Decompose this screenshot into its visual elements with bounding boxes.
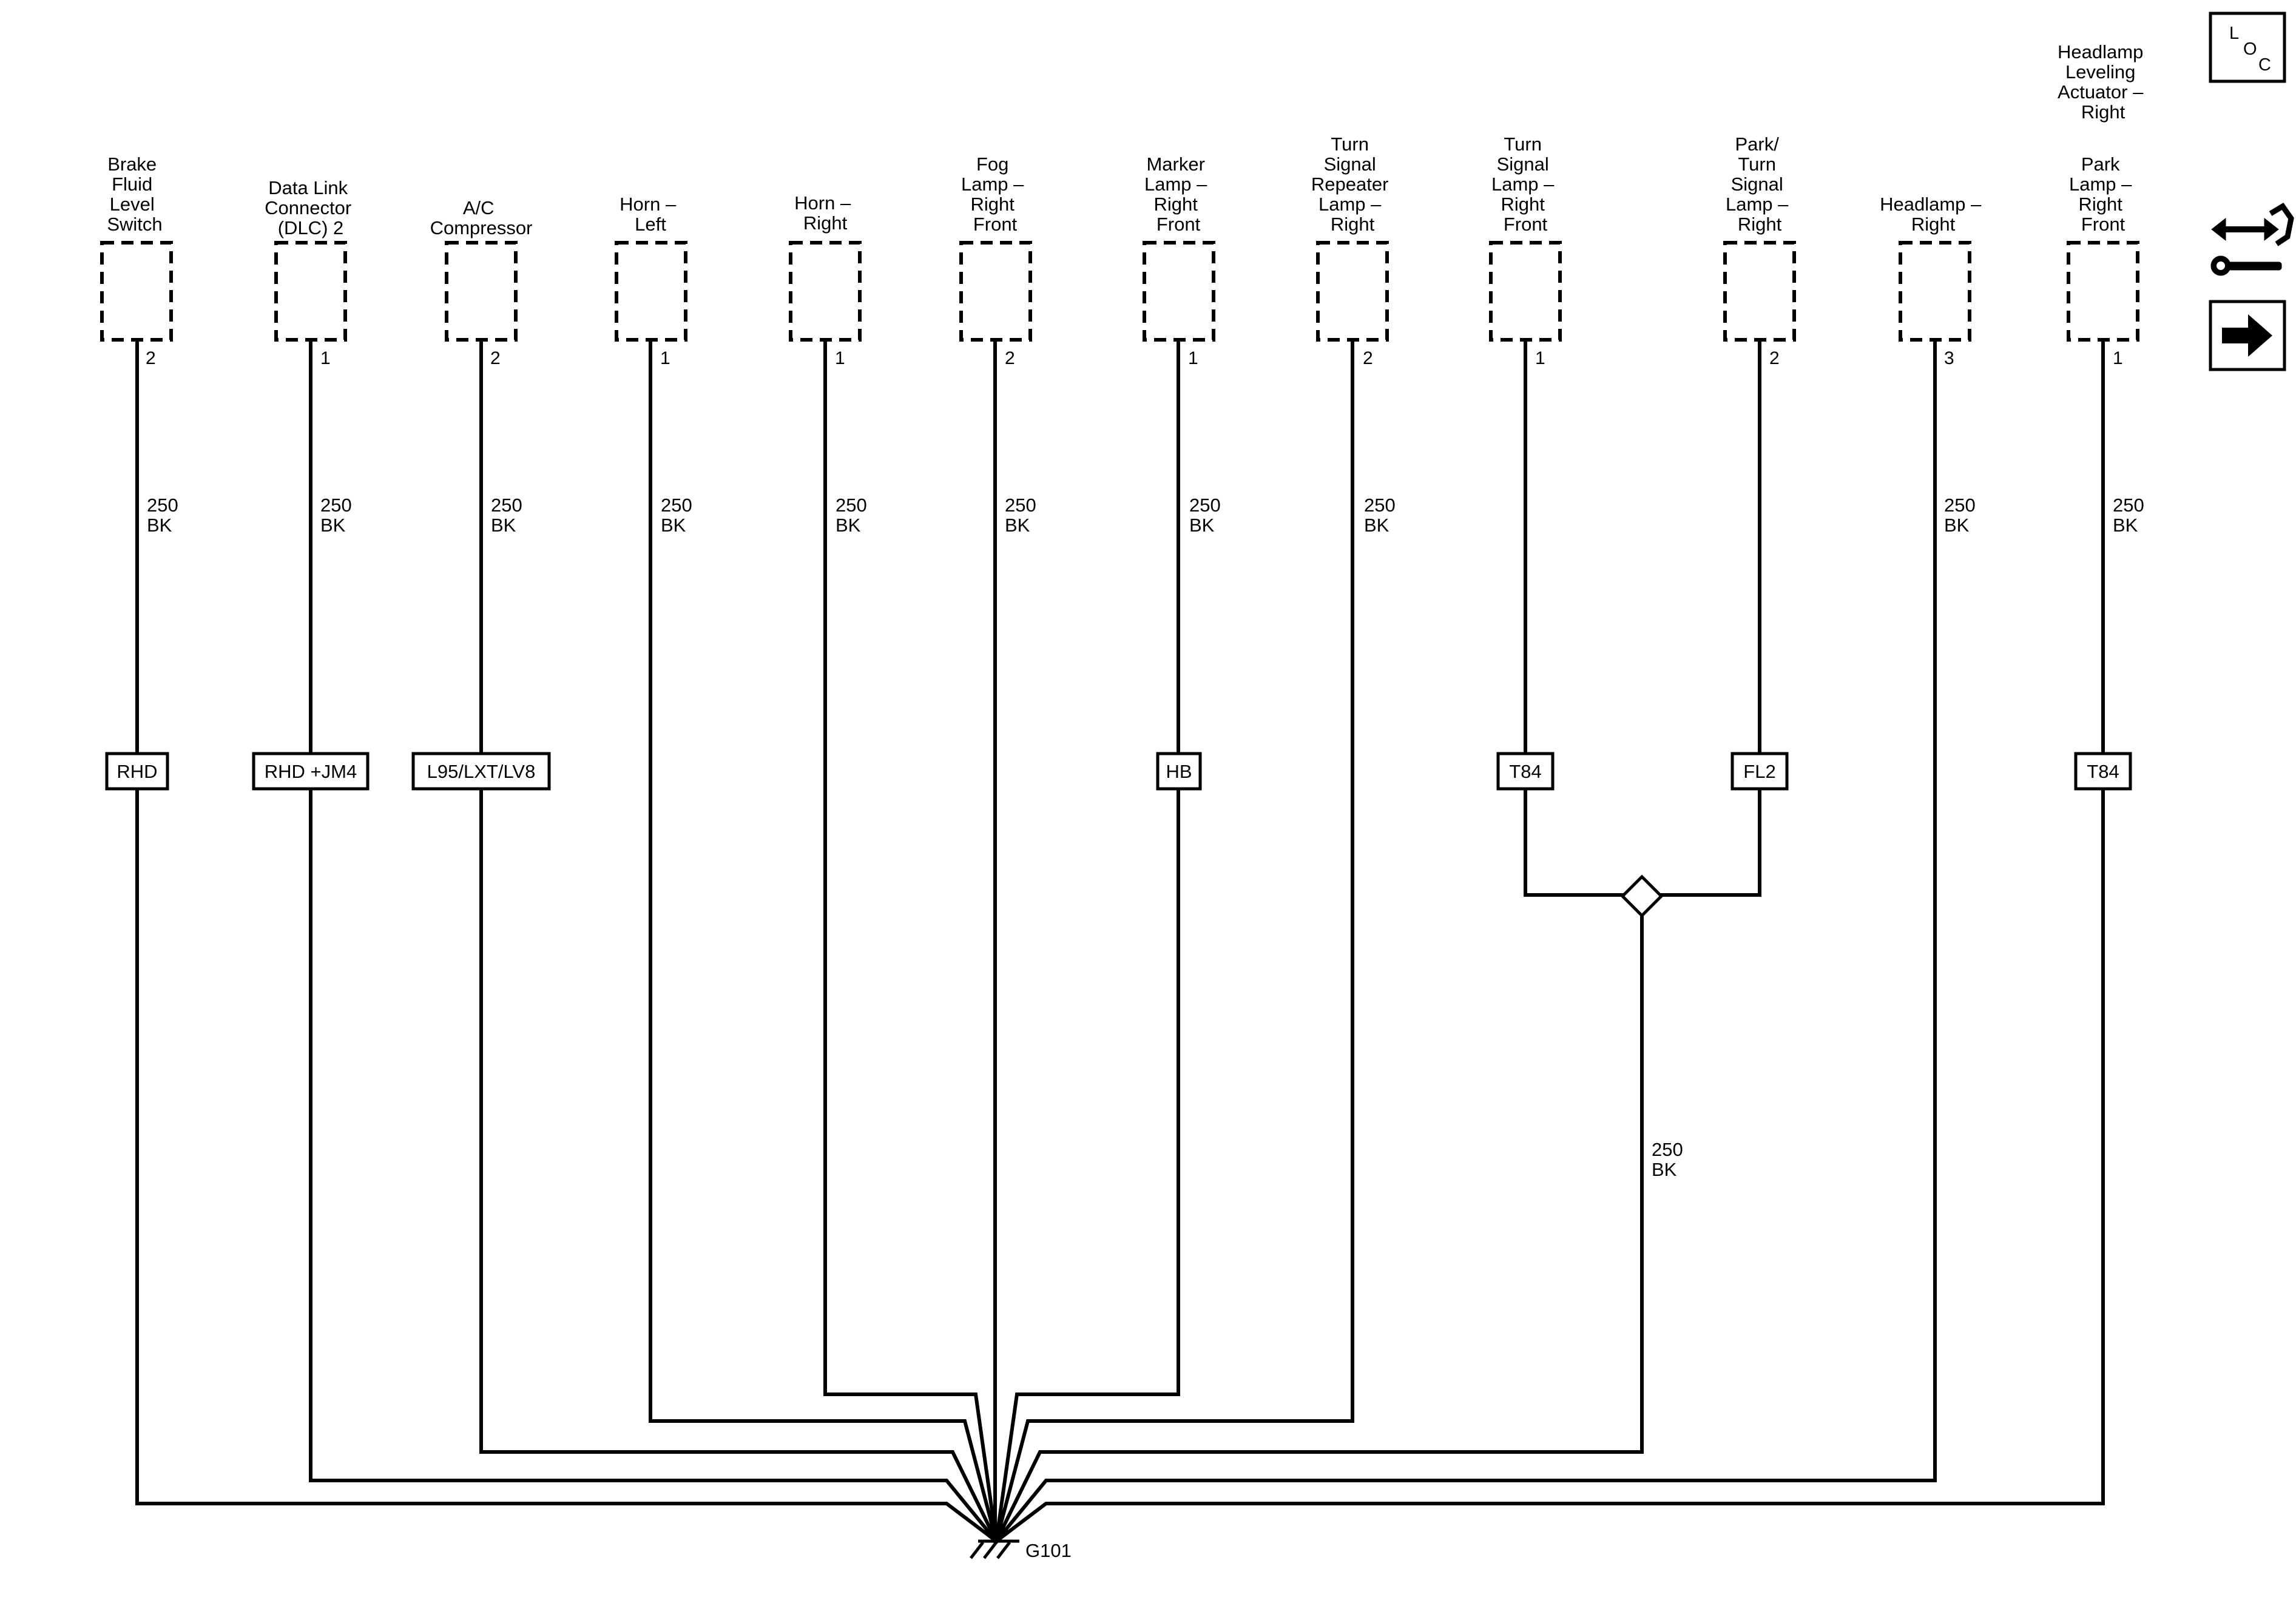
option-tag-label: L95/LXT/LV8 [427,761,536,782]
option-tag-label: RHD +JM4 [265,761,357,782]
option-tag-t84: T84 [2074,752,2132,791]
component-label-horn-left: Horn – Left [620,194,681,235]
option-tag-t84: T84 [1496,752,1555,791]
wire-splice-to-ground [993,911,1644,1544]
component-label-ac-compressor: A/C Compressor [430,197,533,238]
component-label-horn-right: Horn – Right [794,192,856,234]
loc-letter: C [2258,55,2271,75]
component-label-turn-signal-lamp-right-front: Turn Signal Lamp – Right Front [1491,133,1559,235]
pin-number: 2 [1005,348,1015,368]
component-label-headlamp-right: Headlamp – Right [1880,194,1987,235]
option-tag-label: HB [1166,761,1192,782]
option-tag-rhd: RHD [105,752,169,791]
loc-button[interactable]: L O C [2209,12,2286,83]
connector-brake-fluid-level-switch [100,241,173,342]
component-label-fog-lamp-right-front: Fog Lamp – Right Front [961,154,1029,235]
wire-ac-compressor [479,338,999,1544]
option-tag-hb: HB [1156,752,1202,791]
wire-dlc-2 [309,338,999,1544]
connector-turn-signal-repeater-lamp-right [1316,241,1389,342]
option-tag-label: T84 [1509,761,1541,782]
wire-turn-signal-lamp-right-front [1524,338,1626,897]
wire-horn-right [823,338,999,1544]
option-tag-l95-lxt-lv8: L95/LXT/LV8 [411,752,551,791]
pin-number: 2 [490,348,501,368]
option-tags: RHD RHD +JM4 L95/LXT/LV8 HB T84 FL2 T84 [105,752,2132,791]
connector-horn-right [789,241,862,342]
pin-number: 3 [1944,348,1954,368]
component-label-marker-lamp-right-front: Marker Lamp – Right Front [1144,154,1212,235]
pin-number: 1 [2113,348,2123,368]
connector-boxes [100,241,2139,342]
connector-ac-compressor [445,241,518,342]
pin-number: 2 [146,348,156,368]
wire-horn-left [649,338,999,1544]
pin-number: 2 [1769,348,1780,368]
connector-marker-lamp-right-front [1143,241,1215,342]
pin-number: 1 [660,348,670,368]
connector-turn-signal-lamp-right-front [1489,241,1562,342]
component-label-dlc-2: Data Link Connector (DLC) 2 [265,177,357,238]
connector-fog-lamp-right-front [959,241,1032,342]
connector-wrench-icon[interactable] [2210,202,2294,276]
option-tag-rhd-jm4: RHD +JM4 [252,752,370,791]
pin-number: 1 [835,348,845,368]
connector-park-turn-signal-lamp-right [1723,241,1796,342]
pin-number: 1 [320,348,331,368]
loc-letter: L [2229,24,2239,43]
wires [135,338,2105,1544]
wire-headlamp-right [993,338,1937,1544]
loc-letter: O [2243,39,2257,59]
connector-horn-left [615,241,687,342]
option-tag-label: FL2 [1743,761,1775,782]
connector-park-lamp-right-front [2067,241,2139,342]
wire-turn-signal-repeater-lamp-right [994,338,1354,1544]
component-label-brake-fluid-level-switch: Brake Fluid Level Switch [107,154,162,235]
option-tag-label: RHD [116,761,157,782]
pin-number: 1 [1188,348,1198,368]
pin-numbers: 2 1 2 1 1 2 1 2 1 2 3 1 [146,348,2123,368]
connector-dlc-2 [274,241,347,342]
splice-diamond [1620,874,1664,918]
option-tag-label: T84 [2087,761,2119,782]
wire-park-lamp-right-front [993,338,2105,1544]
wire-marker-lamp-right-front [994,338,1180,1544]
right-arrow-icon[interactable] [2209,300,2286,371]
ground-symbol [970,1539,1019,1559]
component-label-turn-signal-repeater-lamp-right: Turn Signal Repeater Lamp – Right [1311,133,1394,235]
pin-number: 1 [1535,348,1545,368]
option-tag-fl2: FL2 [1730,752,1789,791]
connector-headlamp-right [1899,241,1971,342]
component-label-park-lamp-right-front: Park Lamp – Right Front [2069,154,2137,235]
wire-park-turn-signal-lamp-right [1658,338,1761,897]
group-header-headlamp-leveling-actuator-right: Headlamp Leveling Actuator – Right [2058,41,2149,123]
component-label-park-turn-signal-lamp-right: Park/ Turn Signal Lamp – Right [1726,133,1794,235]
wire-brake-fluid-level-switch [135,338,999,1544]
component-labels: Brake Fluid Level Switch Data Link Conne… [107,41,2149,238]
ground-label: G101 [1025,1540,1072,1561]
pin-number: 2 [1363,348,1373,368]
